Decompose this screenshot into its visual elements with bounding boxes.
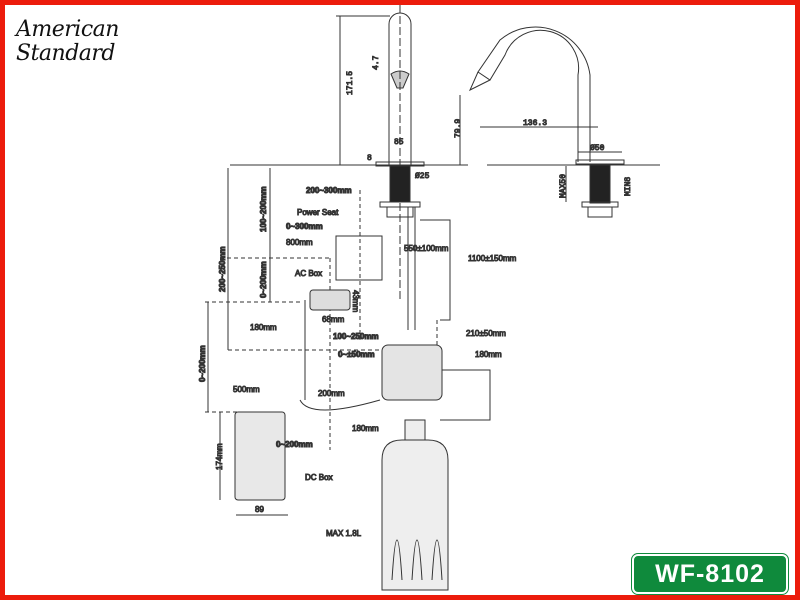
power-seat-shape — [335, 235, 383, 281]
dim-base-dia: Ø50 — [590, 144, 605, 153]
dim-reach: 136.3 — [523, 119, 547, 128]
label-200-300: 200~300mm — [306, 186, 352, 195]
soap-bottle-shape — [381, 419, 449, 591]
dim-sensor: 4.7 — [372, 55, 381, 70]
label-210: 210±50mm — [466, 329, 506, 338]
label-100-200: 100~200mm — [259, 186, 268, 232]
label-43: 43mm — [351, 290, 360, 313]
label-0-200b: 0~200mm — [198, 345, 207, 382]
label-68: 68mm — [322, 315, 345, 324]
label-200-250: 200~250mm — [218, 246, 227, 292]
label-power-seat: Power Seat — [297, 208, 339, 217]
label-0-300: 0~300mm — [286, 222, 323, 231]
dim-shank: Ø25 — [415, 172, 430, 181]
brand-line1: American — [16, 17, 119, 42]
dim-height: 171.5 — [346, 71, 355, 95]
dim-spout-height: 79.9 — [454, 119, 463, 138]
label-89: 89 — [255, 505, 264, 514]
brand-logo: American Standard — [16, 18, 119, 66]
label-180b: 180mm — [475, 350, 502, 359]
dim-min-deck: MIN8 — [624, 177, 633, 196]
label-200: 200mm — [318, 389, 345, 398]
dc-box-shape — [234, 411, 286, 501]
model-badge: WF-8102 — [632, 554, 788, 594]
dim-body: 85 — [394, 138, 404, 147]
faucet-side-view — [459, 26, 660, 218]
label-550: 550±100mm — [404, 244, 449, 253]
label-1100: 1100±150mm — [468, 254, 517, 263]
dim-max-deck: MAX50 — [559, 174, 568, 198]
label-max-volume: MAX 1.8L — [326, 529, 362, 538]
label-800: 800mm — [286, 238, 313, 247]
label-100-250: 100~250mm — [333, 332, 379, 341]
label-180a: 180mm — [250, 323, 277, 332]
label-180c: 180mm — [352, 424, 379, 433]
controller-shape — [381, 344, 443, 401]
faucet-front-view — [230, 5, 468, 300]
dim-base: 8 — [367, 154, 372, 163]
label-ac-box: AC Box — [295, 269, 322, 278]
label-0-200a: 0~200mm — [259, 261, 268, 298]
label-500: 500mm — [233, 385, 260, 394]
label-174: 174mm — [215, 443, 224, 470]
label-0-200c: 0~200mm — [276, 440, 313, 449]
label-dc-box: DC Box — [305, 473, 333, 482]
ac-box-shape — [309, 289, 351, 311]
label-0-50: 0~±50mm — [338, 350, 375, 359]
brand-line2: Standard — [16, 41, 115, 66]
